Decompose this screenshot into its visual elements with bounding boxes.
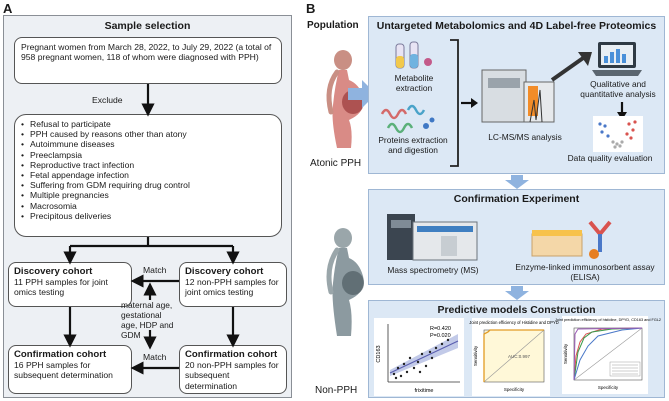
exclusion-item: Suffering from GDM requiring drug contro… — [20, 180, 276, 190]
exclusion-item: Refusal to participate — [20, 119, 276, 129]
roc-curve-1-figure: Joint prediction efficiency of Histidine… — [469, 318, 559, 396]
exclusion-item: Macrosomia — [20, 201, 276, 211]
exclusion-item: Reproductive tract infection — [20, 160, 276, 170]
match-top-label: Match — [143, 265, 167, 275]
roc1-ylabel: Sensitivity — [473, 345, 478, 366]
roc2-xlabel: Specificity — [598, 385, 619, 390]
exclusion-item: Preeclampsia — [20, 150, 276, 160]
exclusion-item: Fetal appendage infection — [20, 170, 276, 180]
discovery-non-body: 12 non-PPH samples for joint omics testi… — [185, 277, 279, 298]
scatter-xlabel: frixitime — [415, 388, 434, 394]
panel-b-letter: B — [306, 1, 316, 16]
non-pph-figure — [326, 228, 364, 336]
scatter-p: P=0.020 — [430, 333, 451, 339]
qual-quant-label: Qualitative and quantitative analysis — [580, 79, 656, 99]
protein-icon — [380, 104, 435, 134]
confirm-pph-title: Confirmation cohort — [14, 349, 107, 360]
atonic-pph-label: Atonic PPH — [310, 158, 362, 169]
exclude-label: Exclude — [92, 95, 123, 105]
discovery-non-box: Discovery cohort 12 non-PPH samples for … — [179, 262, 287, 307]
roc2-title: Joint prediction efficiency of histidine… — [555, 318, 661, 322]
predictive-title: Predictive models Construction — [437, 304, 596, 316]
laptop-icon — [592, 42, 642, 76]
discovery-pph-box: Discovery cohort 11 PPH samples for join… — [8, 262, 132, 307]
lcms-label: LC-MS/MS analysis — [488, 132, 562, 142]
metabolite-extraction-label: Metabolite extraction — [394, 73, 434, 93]
elisa-label: Enzyme-linked immunosorbent assay (ELISA… — [515, 262, 655, 282]
discovery-pph-title: Discovery cohort — [14, 266, 93, 277]
population-box: Pregnant women from March 28, 2022, to J… — [14, 37, 282, 84]
scatter-r: R=0.420 — [430, 326, 451, 332]
lcms-instrument-icon — [481, 69, 555, 123]
roc1-xlabel: Specificity — [504, 387, 525, 392]
exclusion-item: Autoimmune diseases — [20, 139, 276, 149]
extraction-bracket — [450, 39, 459, 167]
omics-to-confirm-arrow — [505, 175, 529, 189]
exclusion-item: Precipitous deliveries — [20, 211, 276, 221]
match-bottom-label: Match — [143, 352, 167, 362]
confirm-non-title: Confirmation cohort — [185, 349, 278, 360]
confirmation-title: Confirmation Experiment — [453, 193, 580, 205]
roc1-auc: AUC:0.997 — [508, 354, 531, 359]
population-text: Pregnant women from March 28, 2022, to J… — [21, 42, 272, 63]
exclusion-list: Refusal to participate PPH caused by rea… — [20, 119, 276, 221]
discovery-non-title: Discovery cohort — [185, 266, 264, 277]
match-criteria-label: maternal age, gestational age, HDP and G… — [121, 300, 174, 340]
roc-curve-2-figure: Joint prediction efficiency of histidine… — [555, 316, 661, 394]
exclusion-item: Multiple pregnancies — [20, 190, 276, 200]
exclusion-box: Refusal to participate PPH caused by rea… — [14, 114, 282, 237]
confirm-pph-body: 16 PPH samples for subsequent determinat… — [14, 360, 113, 381]
elisa-icon — [531, 220, 612, 259]
confirm-non-box: Confirmation cohort 20 non-PPH samples f… — [179, 345, 287, 394]
roc2-ylabel: Sensitivity — [563, 343, 568, 364]
bracket-arrow — [461, 98, 478, 108]
lcms-to-analysis-arrow — [550, 52, 592, 82]
ms-label: Mass spectrometry (MS) — [387, 265, 479, 275]
panel-a-letter: A — [3, 1, 13, 16]
scatter-ylabel: CD163 — [376, 345, 382, 362]
non-pph-label: Non-PPH — [315, 385, 358, 396]
data-quality-label: Data quality evaluation — [567, 153, 653, 163]
mass-spectrometer-icon — [387, 214, 478, 261]
exclusion-item: PPH caused by reasons other than atony — [20, 129, 276, 139]
confirm-to-predict-arrow — [505, 286, 529, 300]
confirm-non-body: 20 non-PPH samples for subsequent determ… — [185, 360, 279, 391]
roc1-title: Joint prediction efficiency of Histidine… — [469, 320, 559, 325]
correlation-scatter-figure: R=0.420 P=0.020 CD163 frixitime — [374, 318, 464, 396]
discovery-pph-body: 11 PPH samples for joint omics testing — [14, 277, 108, 298]
volcano-plot-icon — [593, 116, 643, 152]
panel-a-title: Sample selection — [104, 20, 191, 32]
omics-title: Untargeted Metabolomics and 4D Label-fre… — [376, 20, 657, 32]
population-label: Population — [307, 20, 359, 31]
metabolite-tubes-icon — [395, 41, 432, 69]
protein-extraction-label: Proteins extraction and digestion — [378, 135, 448, 155]
